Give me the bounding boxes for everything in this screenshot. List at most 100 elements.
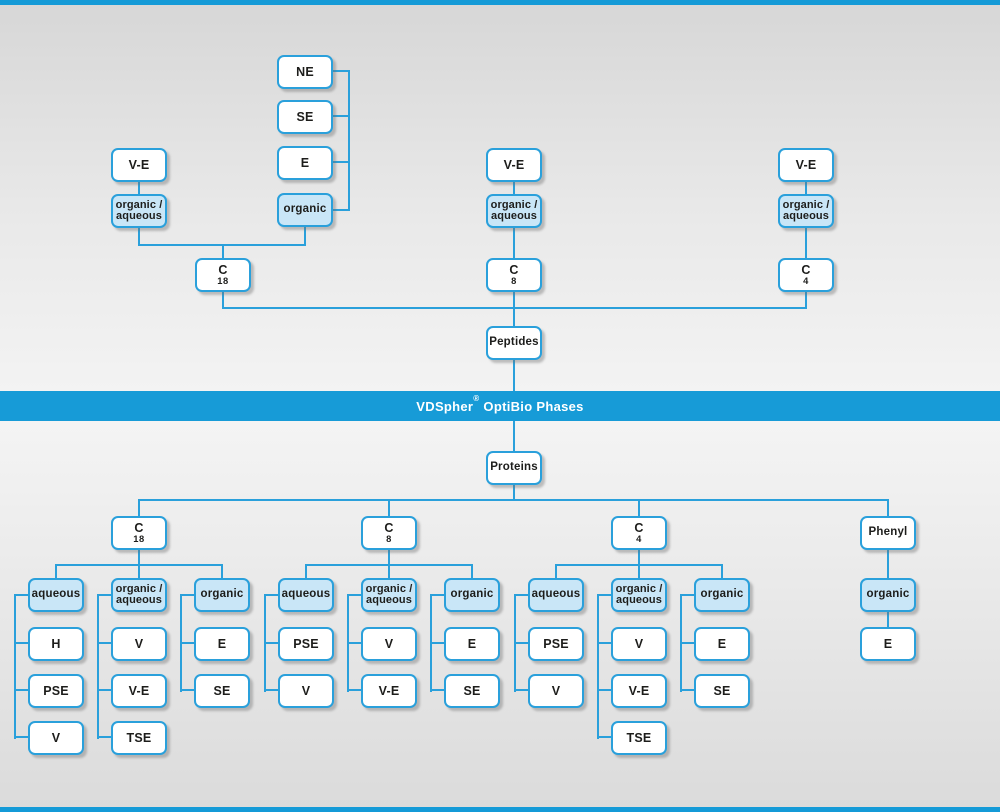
node-label: organic	[200, 588, 244, 601]
node-organic-proteins-phenyl: organic	[860, 578, 916, 612]
connector-line	[514, 689, 530, 691]
node-phenyl-proteins: Phenyl	[860, 516, 916, 550]
node-v-proteins-c8-aqueous: V	[278, 674, 334, 708]
connector-line	[513, 180, 515, 195]
connector-line	[221, 564, 223, 579]
connector-line	[887, 548, 889, 579]
connector-line	[430, 594, 446, 596]
node-label-digits: 4	[636, 533, 642, 544]
banner-title-rest: OptiBio Phases	[479, 398, 584, 414]
connector-line	[264, 642, 280, 644]
node-label: SE	[463, 683, 481, 698]
node-se-proteins-c18-organic: SE	[194, 674, 250, 708]
top-accent-bar	[0, 0, 1000, 5]
node-v-proteins-c4-orgaq: V	[611, 627, 667, 661]
connector-line	[331, 70, 350, 72]
connector-line	[305, 564, 473, 566]
node-label: C	[384, 521, 394, 536]
node-label: E	[217, 636, 227, 651]
node-label: V-E	[128, 683, 150, 698]
node-label: V	[301, 683, 311, 698]
connector-line	[222, 244, 224, 259]
connector-line	[597, 594, 599, 739]
node-organic-proteins-c8: organic	[444, 578, 500, 612]
connector-line	[222, 290, 224, 309]
node-label-line2: aqueous	[366, 594, 412, 606]
connector-line	[721, 564, 723, 579]
node-organic-proteins-c18: organic	[194, 578, 250, 612]
node-label: C	[634, 521, 644, 536]
node-label: aqueous	[31, 588, 81, 601]
node-se-proteins-c8-organic: SE	[444, 674, 500, 708]
node-pse-proteins-c18-aqueous: PSE	[28, 674, 84, 708]
connector-line	[331, 161, 350, 163]
node-label-line2: aqueous	[116, 210, 162, 222]
bottom-accent-bar	[0, 807, 1000, 812]
connector-line	[264, 594, 280, 596]
connector-line	[805, 180, 807, 195]
node-label: organic	[283, 203, 327, 216]
node-label: organic	[450, 588, 494, 601]
node-se-proteins-c4-organic: SE	[694, 674, 750, 708]
node-ne: NE	[277, 55, 333, 89]
connector-line	[388, 499, 390, 517]
node-label: V-E	[795, 157, 817, 172]
connector-line	[180, 594, 196, 596]
node-v-proteins-c18-orgaq: V	[111, 627, 167, 661]
connector-line	[97, 689, 113, 691]
registered-mark: ®	[473, 394, 480, 404]
connector-line	[680, 642, 696, 644]
node-se: SE	[277, 100, 333, 134]
node-label: C	[509, 263, 519, 278]
node-label: SE	[213, 683, 231, 698]
connector-line	[430, 689, 446, 691]
node-e-proteins-phenyl-organic: E	[860, 627, 916, 661]
node-label-line1: organic /	[365, 582, 413, 595]
node-label-line2: aqueous	[116, 594, 162, 606]
connector-line	[471, 564, 473, 579]
node-label: NE	[296, 64, 314, 79]
node-label: SE	[296, 109, 314, 124]
node-label: PSE	[293, 636, 319, 651]
node-label: V	[384, 636, 394, 651]
connector-line	[430, 642, 446, 644]
node-label: organic	[700, 588, 744, 601]
node-organic-proteins-c4: organic	[694, 578, 750, 612]
node-label-line1: organic /	[490, 198, 538, 211]
node-aqueous-proteins-c4: aqueous	[528, 578, 584, 612]
connector-line	[388, 548, 390, 579]
connector-line	[597, 642, 613, 644]
node-label-line2: aqueous	[491, 210, 537, 222]
node-label: Phenyl	[868, 526, 908, 539]
node-label: V-E	[628, 683, 650, 698]
node-ve-peptides-c4: V-E	[778, 148, 834, 182]
connector-line	[513, 227, 515, 259]
connector-line	[97, 594, 113, 596]
node-label: aqueous	[531, 588, 581, 601]
connector-line	[14, 642, 30, 644]
node-label: organic	[866, 588, 910, 601]
node-e: E	[277, 146, 333, 180]
node-v-proteins-c18-aqueous: V	[28, 721, 84, 755]
connector-line	[513, 358, 515, 391]
node-label-digits: 8	[511, 275, 517, 286]
node-label: TSE	[626, 730, 652, 745]
connector-line	[97, 736, 113, 738]
node-organic-aqueous-proteins-c18: organic / aqueous	[111, 578, 167, 612]
node-ve-peptides-c18: V-E	[111, 148, 167, 182]
node-label: H	[51, 636, 61, 651]
node-aqueous-proteins-c18: aqueous	[28, 578, 84, 612]
node-label-line1: organic /	[615, 582, 663, 595]
node-label: V-E	[503, 157, 525, 172]
connector-line	[97, 642, 113, 644]
node-label-line1: organic /	[782, 198, 830, 211]
node-organic-aqueous-peptides-c4: organic / aqueous	[778, 194, 834, 228]
node-label: Proteins	[490, 461, 538, 474]
node-label: PSE	[43, 683, 69, 698]
connector-line	[180, 689, 196, 691]
